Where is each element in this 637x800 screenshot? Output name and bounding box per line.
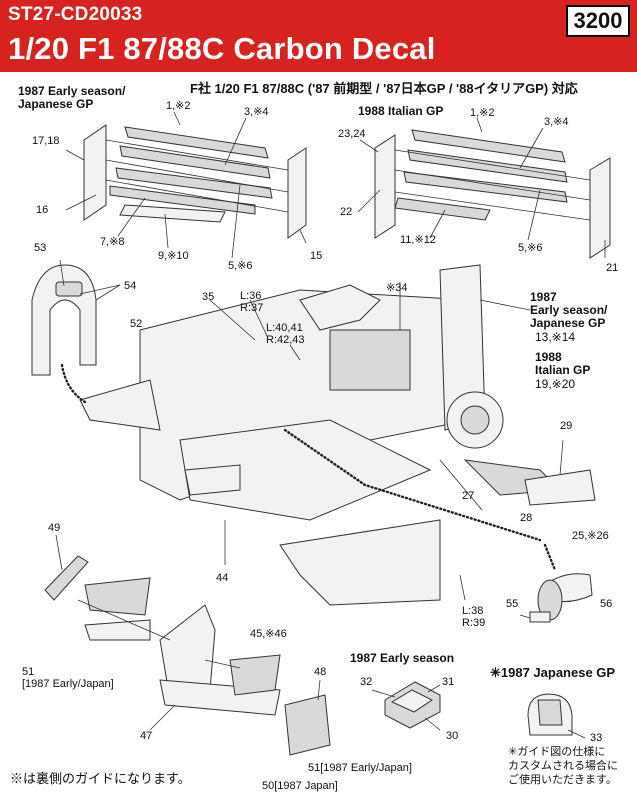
label-50: 50[1987 Japan] [262,780,338,792]
label-38-39: L:38 R:39 [462,605,486,629]
label-11-12: 11,※12 [400,234,436,246]
price-badge: 3200 [566,5,630,37]
label-25-26: 25,※26 [572,530,609,542]
label-53: 53 [34,242,47,254]
label-7-8: 7,※8 [100,236,125,248]
label-56: 56 [600,598,613,610]
label-52: 52 [130,318,143,330]
label-32: 32 [360,676,373,688]
compatibility-subtitle: F社 1/20 F1 87/88C ('87 前期型 / '87日本GP / '… [190,81,578,96]
section-1987-title: 1987 Early season/ Japanese GP [18,84,126,111]
mirror-part [519,573,593,623]
engine-1987-parts: 13,※14 [535,330,576,344]
label-40-43: L:40,41 R:42,43 [266,322,305,346]
label-30: 30 [446,730,459,742]
label-48: 48 [314,666,327,678]
early-season-part [371,681,441,731]
label-51: 51 [1987 Early/Japan] [22,666,114,690]
label-49: 49 [48,522,61,534]
car-body [79,264,596,606]
rear-wing-1987 [65,111,307,259]
product-code: ST27-CD20033 [8,4,143,25]
engine-1987-title: 1987 Early season/ Japanese GP [530,290,608,330]
label-34: ※34 [386,282,408,294]
front-wing-assembly [44,534,331,756]
label-47: 47 [140,730,153,742]
engine-1988-parts: 19,※20 [535,377,576,391]
early-season-title: 1987 Early season [350,651,455,665]
headrest-part [31,259,121,376]
label-1-2b: 1,※2 [470,107,495,119]
label-3-4a: 3,※4 [244,106,269,118]
label-45-46: 45,※46 [250,628,287,640]
header-banner: ST27-CD20033 1/20 F1 87/88C Carbon Decal… [0,0,637,72]
label-31: 31 [442,676,455,688]
label-35: 35 [202,291,215,303]
label-5-6a: 5,※6 [228,260,253,272]
label-51b: 51[1987 Early/Japan] [308,762,412,774]
label-21: 21 [606,262,619,274]
label-15: 15 [310,250,323,262]
custom-note: ✳ガイド図の仕様に カスタムされる場合に ご使用いただきます。 [508,746,618,786]
engine-1988-title: 1988 Italian GP [535,350,591,377]
label-36-37: L:36 R:37 [240,290,264,314]
label-17-18: 17,18 [32,135,60,147]
product-title: 1/20 F1 87/88C Carbon Decal [8,31,436,66]
label-29: 29 [560,420,573,432]
label-33: 33 [590,732,603,744]
label-28: 28 [520,512,533,524]
label-55: 55 [506,598,519,610]
label-44: 44 [216,572,229,584]
label-16: 16 [36,204,49,216]
label-27: 27 [462,490,475,502]
label-54: 54 [124,280,137,292]
japanese-gp-title: ✳1987 Japanese GP [490,665,616,680]
label-22: 22 [340,206,353,218]
rear-wing-1988 [357,117,611,259]
label-23-24: 23,24 [338,128,366,140]
label-9-10: 9,※10 [158,250,189,262]
section-1988-title: 1988 Italian GP [358,104,444,118]
japanese-gp-part [527,693,586,739]
label-3-4b: 3,※4 [544,116,569,128]
label-1-2a: 1,※2 [166,100,191,112]
label-5-6b: 5,※6 [518,242,543,254]
guide-note: ※は裏側のガイドになります。 [10,771,191,786]
